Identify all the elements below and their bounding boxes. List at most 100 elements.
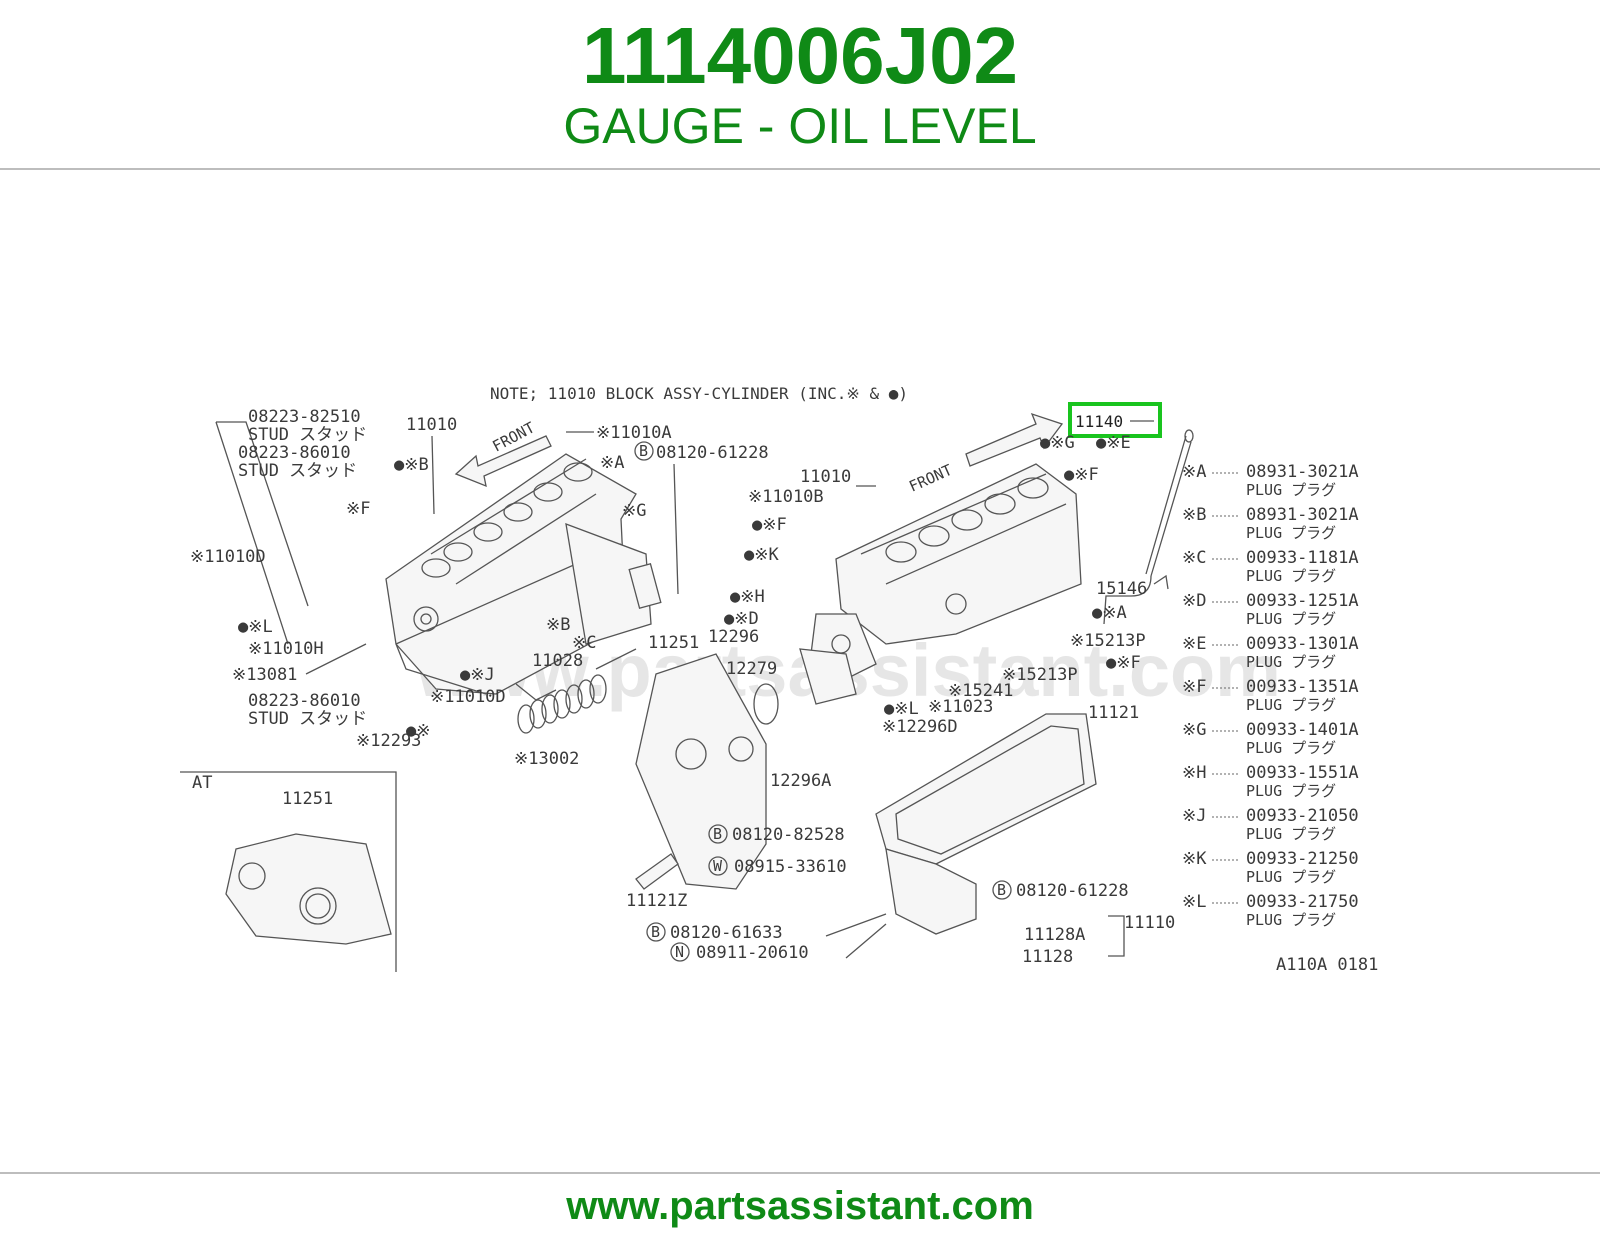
label-marker-h-mid: ●※H bbox=[730, 587, 765, 607]
label-marker-e-right: ●※E bbox=[1096, 433, 1131, 453]
label-marker-l-left: ●※L bbox=[238, 617, 273, 637]
label-marker-f-right-lower: ●※F bbox=[1106, 653, 1141, 673]
label-marker-f-mid: ●※F bbox=[752, 515, 787, 535]
left-cylinder-block-drawing bbox=[385, 453, 662, 701]
label-11010a: ※11010A bbox=[596, 423, 672, 443]
label-stud2-no: 08223-86010 bbox=[238, 443, 351, 463]
plug-part-number: 08931-3021A bbox=[1246, 505, 1359, 525]
plug-description: PLUG プラグ bbox=[1246, 911, 1336, 929]
label-marker-b-lower: ※B bbox=[546, 615, 570, 635]
header: 1114006J02 GAUGE - OIL LEVEL bbox=[0, 0, 1600, 168]
plug-part-number: 08931-3021A bbox=[1246, 462, 1359, 482]
label-marker-a-right: ●※A bbox=[1092, 603, 1127, 623]
label-08911-20610: 08911-20610 bbox=[696, 943, 809, 963]
plug-part-number: 00933-1351A bbox=[1246, 677, 1359, 697]
oil-level-gauge-drawing bbox=[1145, 435, 1192, 577]
label-08120-61633: 08120-61633 bbox=[670, 923, 783, 943]
plug-key: ※J bbox=[1182, 806, 1206, 826]
label-stud1-no: 08223-82510 bbox=[248, 407, 361, 427]
plug-part-number: 00933-1301A bbox=[1246, 634, 1359, 654]
label-marker-g-right: ●※G bbox=[1040, 433, 1075, 453]
header-divider bbox=[0, 168, 1600, 170]
label-08120-61228-top: 08120-61228 bbox=[656, 443, 769, 463]
label-marker-f-left: ※F bbox=[346, 499, 370, 519]
label-11121: 11121 bbox=[1088, 703, 1139, 723]
plug-key: ※F bbox=[1182, 677, 1206, 697]
label-stud2-txt: STUD スタッド bbox=[238, 461, 357, 481]
circle-b-icon: B bbox=[651, 923, 660, 941]
rear-plate-drawing bbox=[635, 653, 767, 890]
label-marker-l-mid: ●※L bbox=[884, 699, 919, 719]
label-12296d: ※12296D bbox=[882, 717, 958, 737]
front-arrow-left-icon bbox=[454, 435, 552, 488]
plug-key: ※G bbox=[1182, 720, 1206, 740]
label-15213p-top: ※15213P bbox=[1070, 631, 1146, 651]
label-08915-33610: 08915-33610 bbox=[734, 857, 847, 877]
label-15146: 15146 bbox=[1096, 579, 1147, 599]
label-08120-82528: 08120-82528 bbox=[732, 825, 845, 845]
label-11128a: 11128A bbox=[1024, 925, 1085, 945]
circle-b-icon: B bbox=[639, 442, 648, 460]
parts-diagram: www.partsassistant.com NOTE; 11010 BLOCK… bbox=[180, 344, 1420, 1014]
label-block-right: 11010 bbox=[800, 467, 851, 487]
diagram-note: NOTE; 11010 BLOCK ASSY-CYLINDER (INC.※ &… bbox=[490, 384, 908, 403]
label-marker-a-left: ※A bbox=[600, 453, 624, 473]
plug-part-number: 00933-1251A bbox=[1246, 591, 1359, 611]
plug-part-number: 00933-21050 bbox=[1246, 806, 1359, 826]
plug-part-number: 00933-21750 bbox=[1246, 892, 1359, 912]
front-arrow-right-icon bbox=[965, 412, 1064, 467]
highlight-box bbox=[1068, 402, 1162, 438]
plug-part-number: 00933-1181A bbox=[1246, 548, 1359, 568]
oil-pan-drawing bbox=[875, 713, 1097, 935]
plug-key: ※K bbox=[1182, 849, 1207, 869]
label-08120-61228-bottom: 08120-61228 bbox=[1016, 881, 1129, 901]
plug-description: PLUG プラグ bbox=[1246, 567, 1336, 585]
parts-diagram-svg: www.partsassistant.com NOTE; 11010 BLOCK… bbox=[180, 384, 1378, 975]
label-12293: ※12293 bbox=[356, 731, 421, 751]
plug-key: ※L bbox=[1182, 892, 1206, 912]
label-13081: ※13081 bbox=[232, 665, 297, 685]
circle-b-icon: B bbox=[713, 825, 722, 843]
plug-description: PLUG プラグ bbox=[1246, 868, 1336, 886]
footer-divider bbox=[0, 1172, 1600, 1174]
plug-part-number: 00933-21250 bbox=[1246, 849, 1359, 869]
label-stud3-no: 08223-86010 bbox=[248, 691, 361, 711]
label-11023: ※11023 bbox=[928, 697, 993, 717]
label-marker-j: ●※J bbox=[460, 665, 495, 685]
plug-key: ※B bbox=[1182, 505, 1206, 525]
label-11010d-bottom: ※11010D bbox=[430, 687, 506, 707]
plug-key: ※D bbox=[1182, 591, 1206, 611]
label-block-left: 11010 bbox=[406, 415, 457, 435]
label-11028: 11028 bbox=[532, 651, 583, 671]
plug-description: PLUG プラグ bbox=[1246, 825, 1336, 843]
plug-description: PLUG プラグ bbox=[1246, 782, 1336, 800]
label-15241: ※15241 bbox=[948, 681, 1013, 701]
plug-key: ※E bbox=[1182, 634, 1206, 654]
label-13002: ※13002 bbox=[514, 749, 579, 769]
plug-description: PLUG プラグ bbox=[1246, 696, 1336, 714]
footer-website-link[interactable]: www.partsassistant.com bbox=[566, 1184, 1034, 1228]
plug-description: PLUG プラグ bbox=[1246, 481, 1336, 499]
stud-bracket-line bbox=[215, 421, 309, 645]
label-11010d-top: ※11010D bbox=[190, 547, 266, 567]
label-marker-f-right: ●※F bbox=[1064, 465, 1099, 485]
label-marker-k-mid: ●※K bbox=[744, 545, 779, 565]
at-inset-border bbox=[180, 771, 397, 972]
plug-part-number: 00933-1551A bbox=[1246, 763, 1359, 783]
circle-b-icon: B bbox=[997, 881, 1006, 899]
plug-description: PLUG プラグ bbox=[1246, 739, 1336, 757]
plug-key: ※A bbox=[1182, 462, 1206, 482]
label-11110: 11110 bbox=[1124, 913, 1175, 933]
label-11128: 11128 bbox=[1022, 947, 1073, 967]
at-inset-label: AT bbox=[192, 773, 212, 793]
label-marker-g-left: ※G bbox=[622, 501, 646, 521]
oil-gauge-guide-tube bbox=[1103, 575, 1152, 625]
plug-description: PLUG プラグ bbox=[1246, 610, 1336, 628]
label-11121z: 11121Z bbox=[626, 891, 687, 911]
label-11010b: ※11010B bbox=[748, 487, 824, 507]
sealant-tube-drawing bbox=[635, 853, 679, 890]
front-label-right: FRONT bbox=[906, 461, 955, 496]
plug-key: ※H bbox=[1182, 763, 1206, 783]
crank-seal-drawing bbox=[753, 683, 779, 725]
